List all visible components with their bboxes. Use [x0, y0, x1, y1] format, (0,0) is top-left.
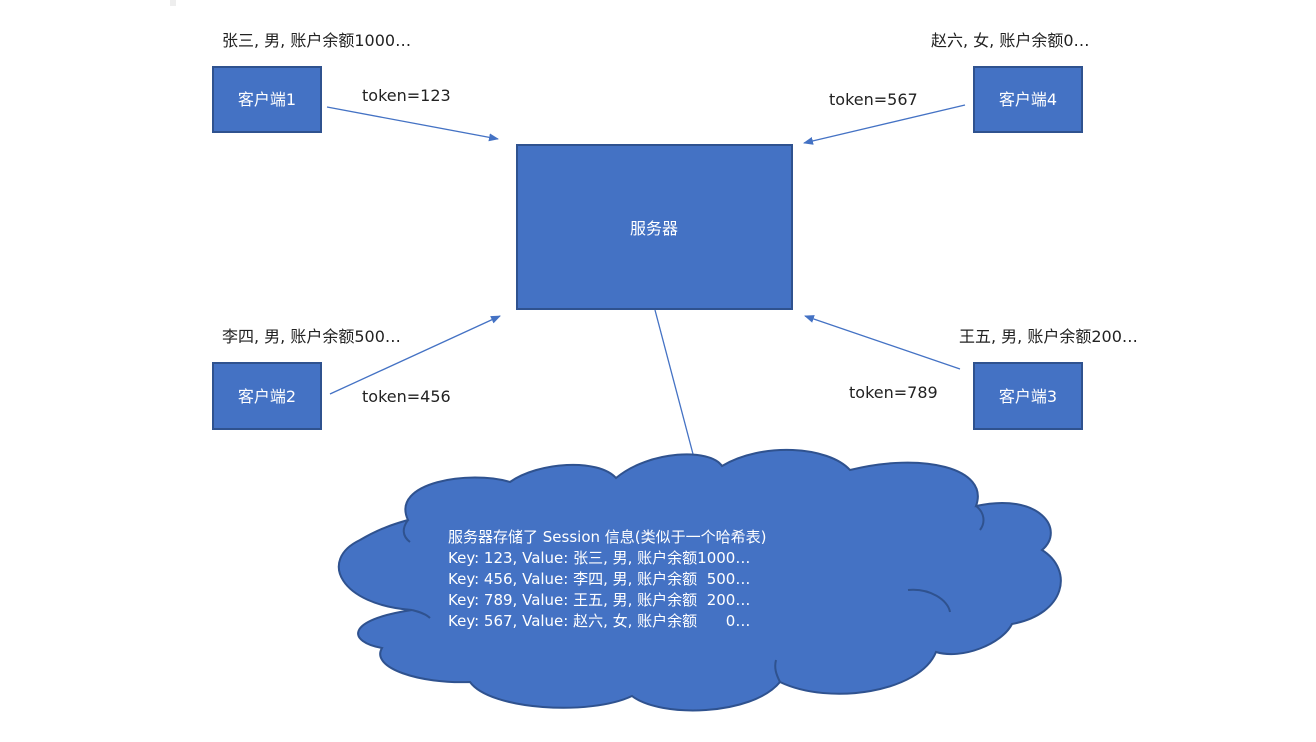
client-2-label: 客户端2 — [238, 387, 296, 406]
client-node-1: 客户端1 张三, 男, 账户余额1000… token=123 — [212, 31, 499, 142]
client-1-token: token=123 — [362, 86, 451, 105]
client-3-arrow — [804, 315, 961, 370]
client-4-box — [973, 66, 1083, 133]
cloud-inner-curve-3 — [907, 588, 951, 613]
session-title: 服务器存储了 Session 信息(类似于一个哈希表) — [448, 528, 766, 546]
session-entry-2: Key: 456, Value: 李四, 男, 账户余额 500… — [448, 570, 750, 588]
client-4-arrow — [803, 104, 966, 145]
session-entry-4: Key: 567, Value: 赵六, 女, 账户余额 0… — [448, 612, 750, 630]
server-node: 服务器 — [516, 144, 793, 310]
cloud-inner-curve-2 — [975, 505, 985, 531]
server-storage-link — [654, 309, 699, 474]
client-node-4: 客户端4 赵六, 女, 账户余额0… token=567 — [803, 31, 1090, 145]
cloud-inner-curve-1 — [402, 519, 411, 543]
client-2-box — [212, 362, 322, 430]
server-label: 服务器 — [630, 219, 678, 238]
client-node-2: 客户端2 李四, 男, 账户余额500… token=456 — [212, 315, 501, 430]
client-1-label: 客户端1 — [238, 90, 296, 109]
cloud-inner-curve-4 — [411, 609, 431, 619]
client-4-label: 客户端4 — [999, 90, 1057, 109]
client-2-token: token=456 — [362, 387, 451, 406]
page-edge-mark — [170, 0, 176, 6]
session-store-cloud: 服务器存储了 Session 信息(类似于一个哈希表) Key: 123, Va… — [338, 448, 1062, 712]
client-4-token: token=567 — [829, 90, 918, 109]
cloud-inner-curve-5 — [774, 659, 781, 683]
client-3-info: 王五, 男, 账户余额200… — [959, 327, 1138, 346]
session-entry-1: Key: 123, Value: 张三, 男, 账户余额1000… — [448, 549, 750, 567]
client-2-arrow — [329, 315, 501, 395]
client-1-box — [212, 66, 322, 133]
client-3-box — [973, 362, 1083, 430]
server-box — [516, 144, 793, 310]
cloud-shape — [338, 448, 1062, 712]
client-4-info: 赵六, 女, 账户余额0… — [931, 31, 1090, 50]
client-3-label: 客户端3 — [999, 387, 1057, 406]
client-1-info: 张三, 男, 账户余额1000… — [222, 31, 411, 50]
session-entry-3: Key: 789, Value: 王五, 男, 账户余额 200… — [448, 591, 750, 609]
client-node-3: 客户端3 王五, 男, 账户余额200… token=789 — [804, 315, 1138, 430]
client-2-info: 李四, 男, 账户余额500… — [222, 327, 401, 346]
client-3-token: token=789 — [849, 383, 938, 402]
client-1-arrow — [326, 106, 499, 142]
